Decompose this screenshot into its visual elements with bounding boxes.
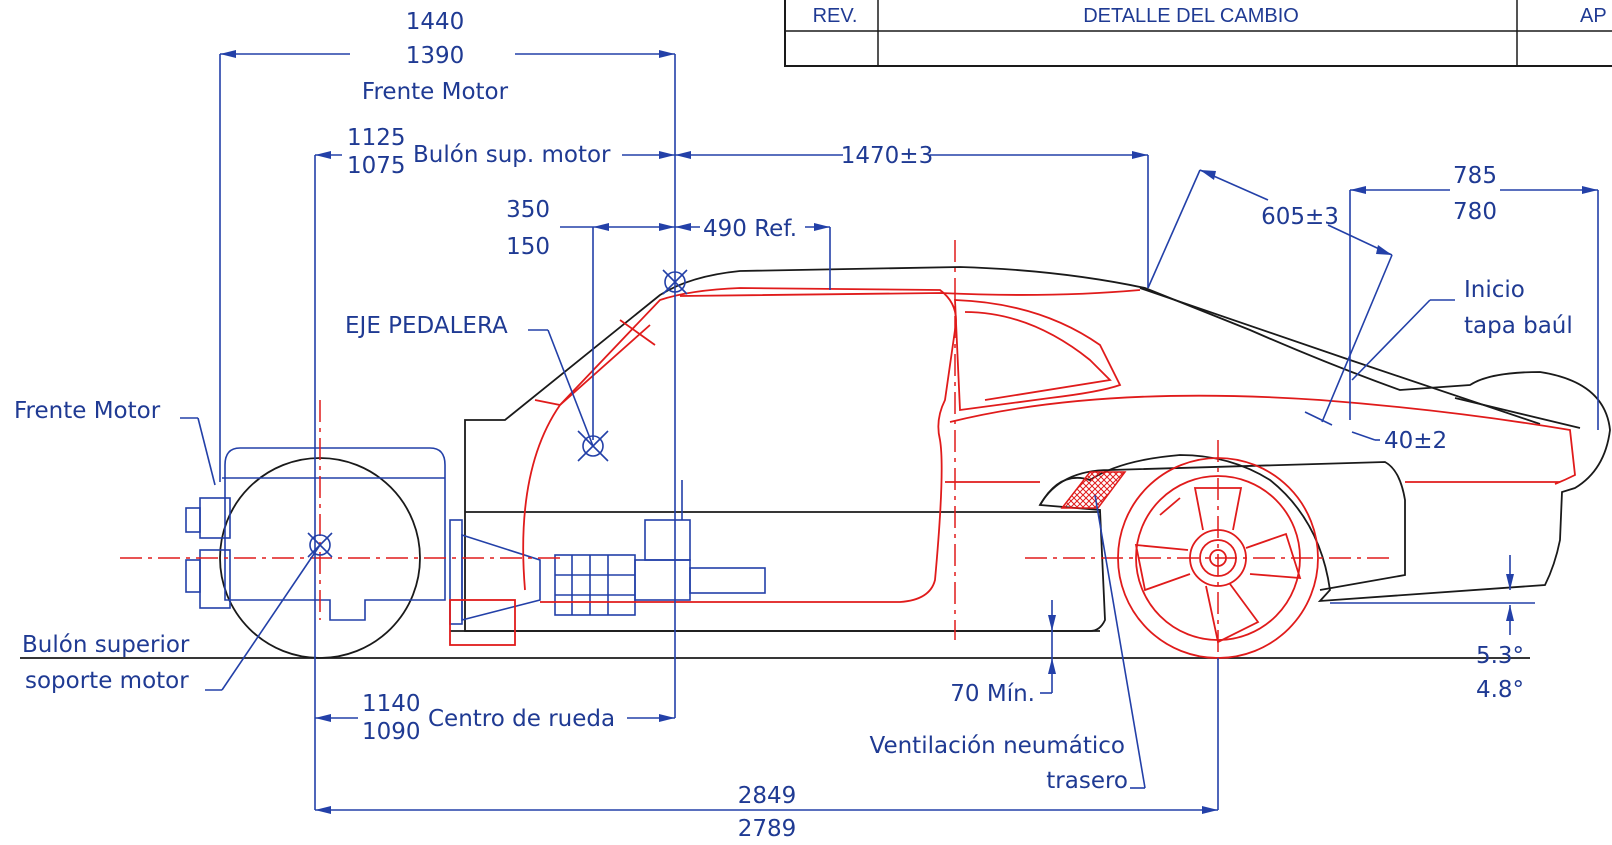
center-lines [120,240,1390,660]
dim-rear-angle-min: 4.8° [1476,677,1524,703]
dim-trunk-max: 785 [1453,163,1497,189]
dimension-labels: 1440 1390 Frente Motor 1125 1075 Bulón s… [14,9,1573,842]
dim-wheel-center-max: 1140 [362,691,421,717]
dim-trunk-gap: 40±2 [1384,428,1447,454]
dim-engine-front-max: 1440 [406,9,465,35]
dim-wheelbase-max: 2849 [738,783,797,809]
dim-trunk-min: 780 [1453,199,1497,225]
dim-roof-length: 1470±3 [841,143,933,169]
dimension-lines [180,50,1599,814]
label-engine-front: Frente Motor [362,79,509,105]
dim-pedal-min: 150 [506,234,550,260]
label-bolt-support-1: Bulón superior [22,632,190,658]
dim-upper-bolt-max: 1125 [347,125,406,151]
label-vent-2: trasero [1046,768,1128,794]
dim-pedal-ref: 490 Ref. [703,216,797,242]
label-pedal-axis: EJE PEDALERA [345,313,508,339]
label-trunk-start-2: tapa baúl [1464,313,1573,339]
label-upper-bolt: Bulón sup. motor [413,142,611,168]
dim-pedal-max: 350 [506,197,550,223]
rear-tire-vent [1060,471,1127,509]
label-engine-front-side: Frente Motor [14,398,161,424]
dim-wheelbase-min: 2789 [738,816,797,842]
dim-wheel-center-min: 1090 [362,719,421,745]
dim-engine-front-min: 1390 [406,43,465,69]
table-header-rev: REV. [813,5,858,27]
label-bolt-support-2: soporte motor [25,668,189,694]
revision-table: REV. DETALLE DEL CAMBIO AP [784,0,1612,67]
label-wheel-center: Centro de rueda [428,706,615,732]
transmission [449,480,766,646]
dim-rear-angle-max: 5.3° [1476,643,1524,669]
table-header-approval: AP [1580,5,1607,27]
label-trunk-start-1: Inicio [1464,277,1525,303]
roll-cage [522,287,1576,603]
label-vent-1: Ventilación neumático [870,733,1126,759]
dim-rear-window: 605±3 [1261,204,1339,230]
dim-upper-bolt-min: 1075 [347,153,406,179]
dim-ground-clearance: 70 Mín. [950,681,1035,707]
table-header-detail: DETALLE DEL CAMBIO [1083,5,1299,27]
